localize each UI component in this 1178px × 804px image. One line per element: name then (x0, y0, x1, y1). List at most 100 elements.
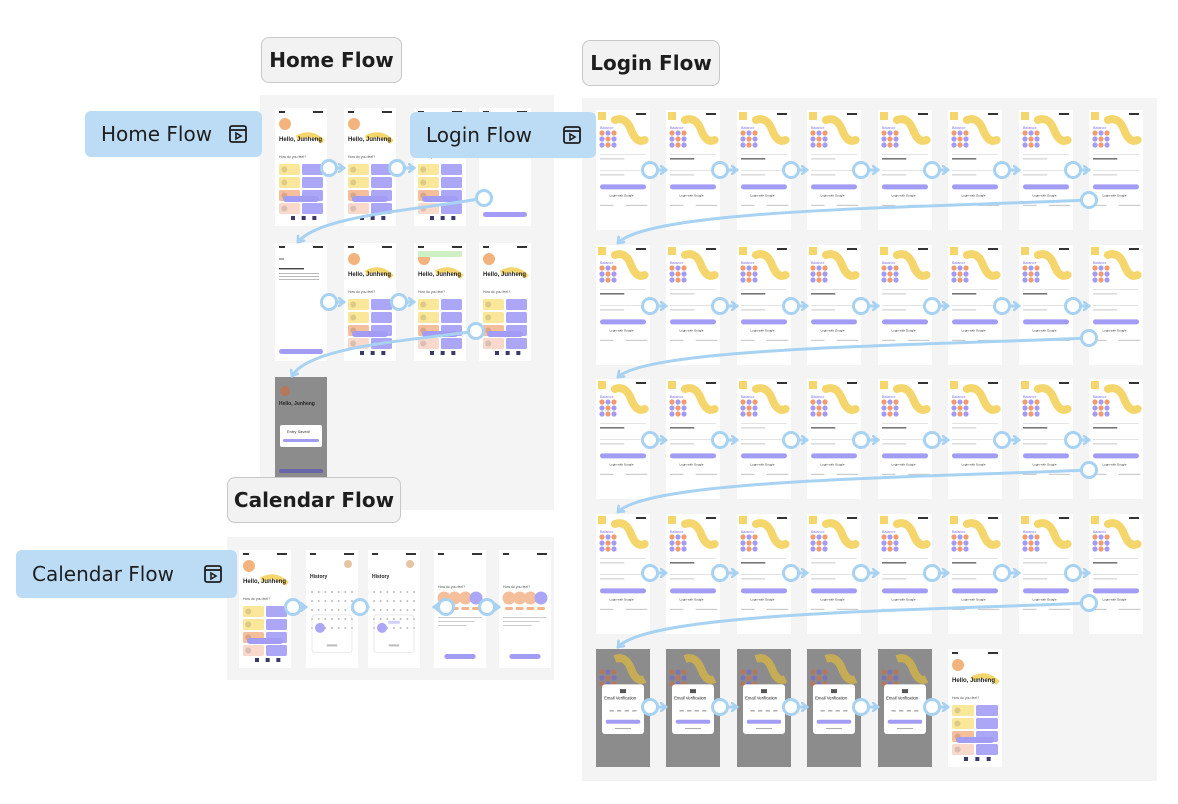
connector-node[interactable] (711, 431, 729, 449)
connector-node[interactable] (1064, 431, 1082, 449)
connector-node[interactable] (993, 564, 1011, 582)
email-verification-frame[interactable]: Email Verification (596, 649, 650, 767)
connector-node[interactable] (1064, 564, 1082, 582)
svg-text:Balance: Balance (882, 126, 895, 130)
login-flow-start-tag[interactable]: Login Flow (410, 112, 596, 158)
calendar-flow-start-tag[interactable]: Calendar Flow (16, 550, 237, 598)
connector-node[interactable] (782, 297, 800, 315)
mood-pick-frame[interactable]: How do you feel? (434, 550, 486, 668)
mood-pick-frame[interactable]: How do you feel? (499, 550, 551, 668)
connector-node[interactable] (284, 598, 302, 616)
connector-node[interactable] (993, 297, 1011, 315)
connector-node[interactable] (437, 598, 455, 616)
svg-text:Balance: Balance (1093, 530, 1106, 534)
connector-node[interactable] (923, 698, 941, 716)
connector-node[interactable] (711, 564, 729, 582)
connector-node[interactable] (993, 431, 1011, 449)
svg-text:Login with Google: Login with Google (962, 193, 986, 197)
connector-node[interactable] (782, 161, 800, 179)
svg-text:How do you feel?: How do you feel? (279, 155, 306, 159)
svg-text:Login with Google: Login with Google (962, 597, 986, 601)
connector-node[interactable] (320, 159, 338, 177)
svg-text:Email Verification: Email Verification (815, 696, 848, 701)
connector-node[interactable] (641, 698, 659, 716)
connector-node[interactable] (467, 322, 485, 340)
svg-text:Balance: Balance (600, 126, 613, 130)
connector-node[interactable] (478, 598, 496, 616)
connector-node[interactable] (852, 161, 870, 179)
journal-entry-frame[interactable] (275, 243, 327, 361)
svg-text:Balance: Balance (600, 261, 613, 265)
svg-text:History: History (372, 574, 389, 580)
connector-node[interactable] (320, 293, 338, 311)
history-entry-frame[interactable]: History (368, 550, 420, 668)
connector-node[interactable] (782, 564, 800, 582)
connector-node[interactable] (351, 598, 369, 616)
svg-text:Balance: Balance (1093, 395, 1106, 399)
connector-node[interactable] (923, 431, 941, 449)
svg-text:Login with Google: Login with Google (610, 462, 634, 466)
connector-node[interactable] (388, 159, 406, 177)
connector-node[interactable] (475, 189, 493, 207)
connector-node[interactable] (390, 293, 408, 311)
connector-node[interactable] (1080, 191, 1098, 209)
connector-node[interactable] (1080, 594, 1098, 612)
connector-node[interactable] (641, 431, 659, 449)
history-frame[interactable]: History (306, 550, 358, 668)
connector-node[interactable] (852, 431, 870, 449)
calendar-flow-title[interactable]: Calendar Flow (227, 477, 401, 523)
connector-node[interactable] (1064, 297, 1082, 315)
login-flow-tag-label: Login Flow (426, 123, 532, 147)
svg-text:Balance: Balance (952, 261, 965, 265)
connector-node[interactable] (923, 161, 941, 179)
svg-text:Balance: Balance (1023, 261, 1036, 265)
email-verification-frame[interactable]: Email Verification (878, 649, 932, 767)
svg-text:Login with Google: Login with Google (821, 597, 845, 601)
svg-text:Login with Google: Login with Google (1033, 193, 1057, 197)
svg-text:Hello, Junheng: Hello, Junheng (279, 137, 322, 143)
connector-node[interactable] (923, 564, 941, 582)
svg-text:Entry Saved!: Entry Saved! (287, 429, 310, 434)
connector-node[interactable] (852, 698, 870, 716)
connector-node[interactable] (711, 698, 729, 716)
connector-node[interactable] (641, 297, 659, 315)
connector-node[interactable] (711, 161, 729, 179)
connector-node[interactable] (782, 698, 800, 716)
svg-text:Balance: Balance (600, 395, 613, 399)
home-flow-title[interactable]: Home Flow (261, 37, 402, 83)
connector-node[interactable] (1080, 461, 1098, 479)
svg-text:How do you feel?: How do you feel? (438, 585, 465, 589)
connector-node[interactable] (1064, 161, 1082, 179)
connector-node[interactable] (782, 431, 800, 449)
svg-text:Balance: Balance (811, 126, 824, 130)
connector-node[interactable] (852, 564, 870, 582)
connector-node[interactable] (923, 297, 941, 315)
svg-text:Login with Google: Login with Google (680, 328, 704, 332)
svg-text:Hello, Junheng: Hello, Junheng (348, 137, 391, 143)
login-flow-title[interactable]: Login Flow (582, 40, 720, 86)
connector-node[interactable] (711, 297, 729, 315)
connector-node[interactable] (641, 564, 659, 582)
connector-node[interactable] (641, 161, 659, 179)
svg-text:Login with Google: Login with Google (610, 193, 634, 197)
home-flow-start-tag[interactable]: Home Flow (85, 111, 262, 157)
connector-node[interactable] (1080, 329, 1098, 347)
connector-node[interactable] (993, 161, 1011, 179)
connector-node[interactable] (852, 297, 870, 315)
